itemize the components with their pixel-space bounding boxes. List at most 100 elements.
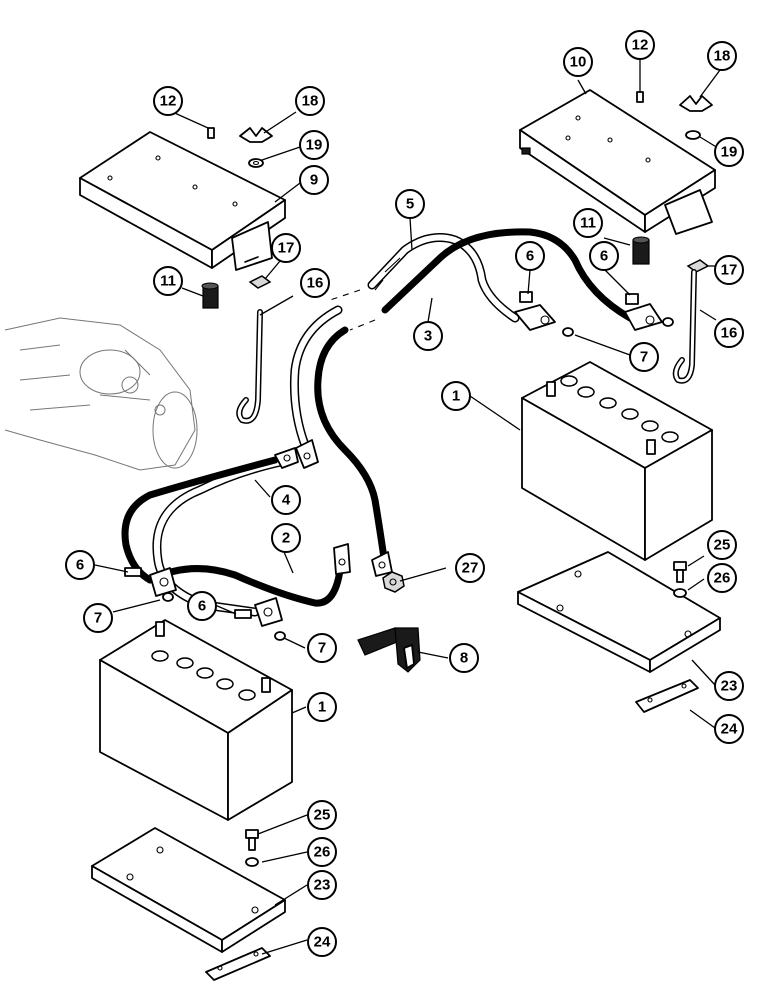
- svg-text:7: 7: [640, 349, 648, 366]
- battery-cover-left: [79, 131, 286, 271]
- callout-12-right: 12: [625, 30, 655, 60]
- washer-left-26: [245, 857, 259, 867]
- callout-10: 10: [563, 47, 593, 77]
- svg-text:24: 24: [721, 721, 738, 738]
- svg-text:26: 26: [314, 844, 331, 861]
- callout-16-right: 16: [714, 318, 744, 348]
- callout-27: 27: [455, 553, 485, 583]
- cable-lugs: [274, 439, 393, 577]
- washer-left-19: [248, 158, 264, 168]
- callout-2: 2: [271, 523, 301, 553]
- battery-cover-right: [519, 89, 716, 235]
- svg-text:1: 1: [318, 699, 326, 716]
- cable-5: [367, 233, 520, 323]
- callout-18-left: 18: [295, 86, 325, 116]
- battery-tray-left: [91, 827, 286, 953]
- svg-text:8: 8: [460, 650, 468, 667]
- svg-text:3: 3: [424, 328, 432, 345]
- terminal-cover-8: [357, 627, 421, 673]
- svg-text:26: 26: [714, 570, 731, 587]
- callout-3: 3: [413, 321, 443, 351]
- callout-18-right: 18: [707, 41, 737, 71]
- battery-right: [521, 361, 713, 561]
- rubber-spacer-left-11: [201, 282, 219, 309]
- callout-5: 5: [395, 189, 425, 219]
- callout-26-right: 26: [707, 563, 737, 593]
- callout-7-mid: 7: [307, 633, 337, 663]
- svg-text:12: 12: [160, 93, 177, 110]
- callout-17-left: 17: [271, 233, 301, 263]
- terminal-clamps: [124, 291, 674, 641]
- callout-6-left: 6: [65, 550, 95, 580]
- screw-right-12: [636, 91, 644, 103]
- cable-3-lower: [314, 326, 389, 569]
- svg-text:19: 19: [721, 144, 738, 161]
- wing-nut-right-18: [679, 95, 713, 112]
- callout-19-left: 19: [299, 130, 329, 160]
- clamp-plate-left-24: [205, 947, 271, 981]
- svg-text:19: 19: [306, 137, 323, 154]
- svg-text:9: 9: [310, 172, 318, 189]
- callout-6-mid: 6: [187, 591, 217, 621]
- svg-text:6: 6: [198, 598, 206, 615]
- callout-19-right: 19: [714, 137, 744, 167]
- svg-text:1: 1: [452, 388, 460, 405]
- svg-text:5: 5: [406, 196, 414, 213]
- callout-11-right: 11: [573, 208, 603, 238]
- callout-7-left: 7: [83, 603, 113, 633]
- washer-right-26: [673, 588, 687, 598]
- callout-25-right: 25: [707, 530, 737, 560]
- callout-4: 4: [271, 485, 301, 515]
- callout-26-left: 26: [307, 837, 337, 867]
- leader-lines: [94, 60, 721, 955]
- cable-3: [381, 228, 634, 322]
- svg-text:24: 24: [314, 934, 331, 951]
- callout-24-left: 24: [307, 927, 337, 957]
- callout-7-top: 7: [629, 342, 659, 372]
- svg-text:11: 11: [160, 273, 176, 290]
- cable-2: [121, 456, 344, 607]
- callout-8: 8: [449, 643, 479, 673]
- rubber-spacer-right-11: [632, 236, 650, 265]
- starter-motor: [4, 317, 198, 471]
- callout-25-left: 25: [307, 800, 337, 830]
- battery-tray-right: [517, 551, 721, 673]
- svg-text:16: 16: [307, 275, 324, 292]
- bolt-right-25: [673, 561, 687, 583]
- svg-text:10: 10: [570, 54, 587, 71]
- hook-bolt-right-16: [672, 269, 697, 384]
- clamp-plate-right-24: [635, 679, 699, 713]
- svg-text:25: 25: [314, 807, 331, 824]
- svg-text:17: 17: [721, 262, 738, 279]
- svg-text:17: 17: [278, 240, 295, 257]
- callout-23-right: 23: [714, 671, 744, 701]
- bolt-left-25: [245, 829, 259, 851]
- callout-23-left: 23: [307, 870, 337, 900]
- callout-24-right: 24: [714, 714, 744, 744]
- callout-11-left: 11: [153, 266, 183, 296]
- nut-right-17: [686, 259, 710, 273]
- callout-17-right: 17: [714, 255, 744, 285]
- svg-text:16: 16: [721, 325, 738, 342]
- svg-text:18: 18: [714, 48, 731, 65]
- hook-bolt-left-16: [236, 309, 263, 424]
- svg-text:7: 7: [94, 610, 102, 627]
- svg-text:2: 2: [282, 530, 290, 547]
- callout-1-left: 1: [307, 692, 337, 722]
- nut-left-17: [248, 275, 272, 289]
- washer-right-19: [685, 130, 701, 140]
- svg-text:6: 6: [526, 248, 534, 265]
- battery-left: [99, 619, 293, 821]
- callout-6-top-right: 6: [589, 241, 619, 271]
- svg-text:7: 7: [318, 640, 326, 657]
- svg-text:18: 18: [302, 93, 319, 110]
- svg-text:6: 6: [600, 248, 608, 265]
- callout-12-left: 12: [153, 86, 183, 116]
- callout-16-left: 16: [300, 268, 330, 298]
- hex-nut-27: [382, 571, 405, 593]
- screw-left-12: [207, 127, 215, 139]
- svg-text:12: 12: [632, 37, 649, 54]
- svg-text:11: 11: [580, 215, 596, 232]
- wing-nut-left-18: [239, 127, 273, 143]
